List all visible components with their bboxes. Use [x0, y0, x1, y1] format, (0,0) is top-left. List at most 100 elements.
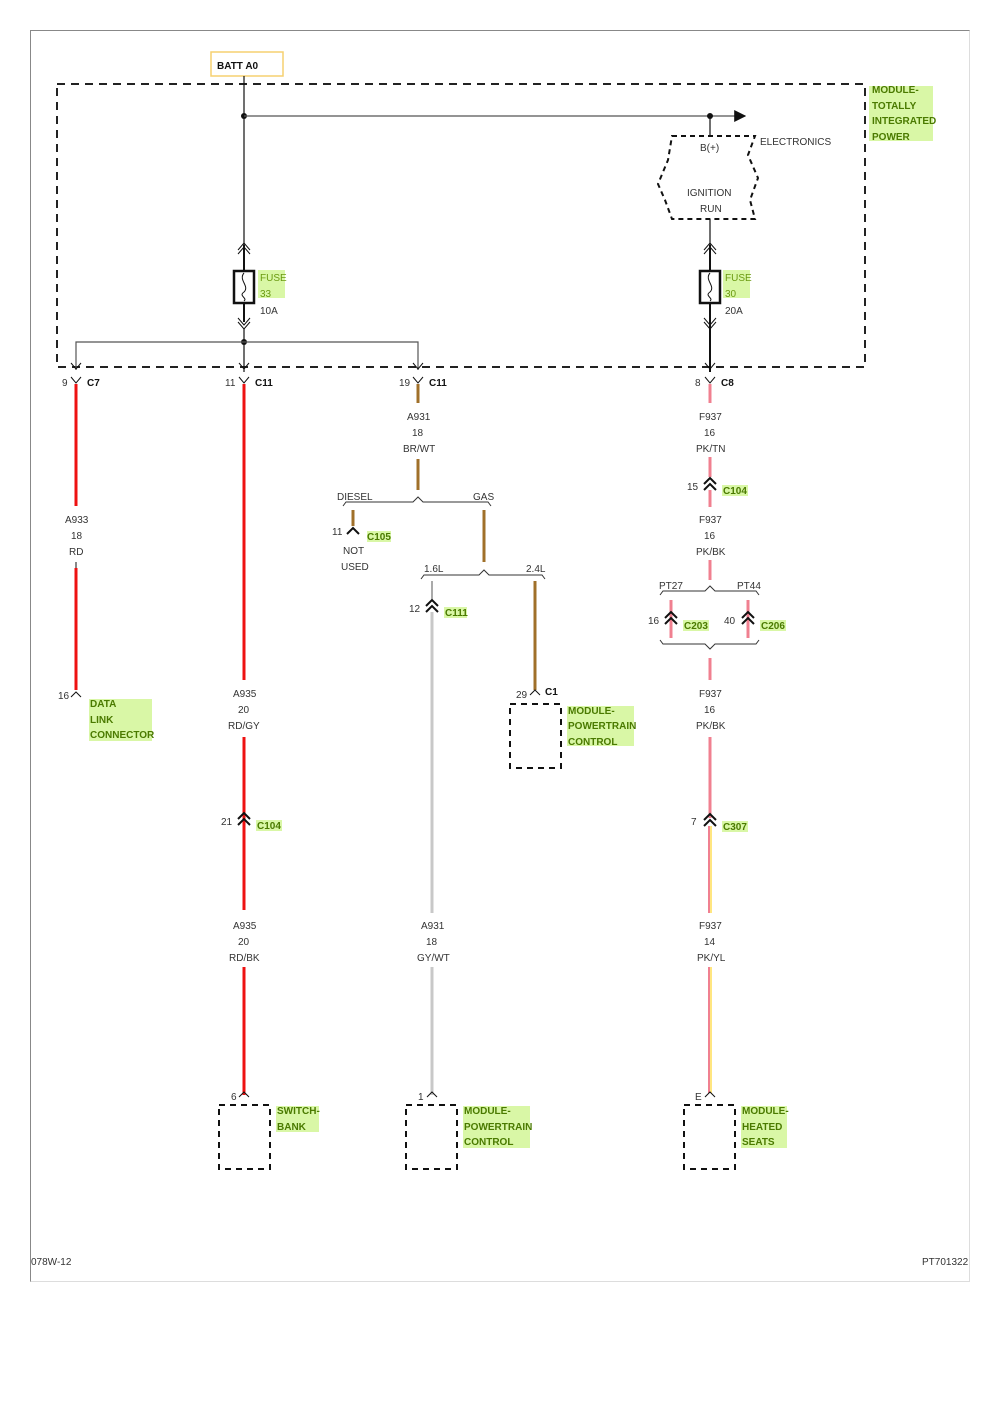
dlc-component[interactable]: 16 DATA LINK CONNECTOR — [58, 691, 155, 741]
svg-text:C1: C1 — [545, 687, 558, 698]
fuse-30-rating: 20A — [725, 306, 743, 317]
svg-text:C8: C8 — [721, 378, 734, 389]
svg-text:HEATED: HEATED — [742, 1122, 782, 1133]
fuse-33[interactable]: FUSE 33 10A — [232, 242, 287, 330]
switch-bank-component[interactable]: 6 SWITCH- BANK — [218, 1091, 320, 1170]
svg-text:C104: C104 — [723, 486, 747, 497]
svg-text:GY/WT: GY/WT — [417, 953, 450, 964]
svg-text:MODULE-: MODULE- — [568, 706, 615, 717]
fuse-icon — [707, 272, 713, 302]
svg-text:16: 16 — [704, 705, 716, 716]
svg-text:A935: A935 — [233, 921, 257, 932]
connector-c8-pin8[interactable]: 8 C8 — [695, 376, 734, 389]
svg-text:A931: A931 — [421, 921, 445, 932]
svg-text:BR/WT: BR/WT — [403, 444, 435, 455]
inline-connector-c111-pin12[interactable]: 12 C111 — [409, 598, 468, 619]
svg-text:A933: A933 — [65, 515, 89, 526]
svg-text:F937: F937 — [699, 689, 722, 700]
svg-text:20: 20 — [238, 937, 250, 948]
svg-text:E: E — [695, 1092, 702, 1103]
svg-text:PT27: PT27 — [659, 581, 683, 592]
svg-text:PK/BK: PK/BK — [696, 721, 726, 732]
svg-text:POWER: POWER — [872, 132, 911, 143]
svg-text:NOT: NOT — [343, 546, 364, 557]
svg-text:C11: C11 — [255, 378, 273, 389]
svg-text:7: 7 — [691, 817, 697, 828]
svg-text:MODULE-: MODULE- — [464, 1106, 511, 1117]
svg-text:12: 12 — [409, 604, 421, 615]
wire-f937-pkyl-upper[interactable] — [708, 826, 712, 913]
svg-text:1: 1 — [418, 1092, 424, 1103]
tipm-module-outline[interactable] — [56, 83, 866, 368]
inline-connector-c307-pin7[interactable]: 7 C307 — [691, 812, 748, 833]
svg-text:MODULE-: MODULE- — [742, 1106, 789, 1117]
connector-chevron-icon — [703, 317, 717, 330]
svg-text:DIESEL: DIESEL — [337, 492, 373, 503]
svg-text:C11: C11 — [429, 378, 447, 389]
pcm-component[interactable]: 1 MODULE- POWERTRAIN CONTROL — [405, 1091, 532, 1170]
svg-text:15: 15 — [687, 482, 699, 493]
svg-text:2.4L: 2.4L — [526, 564, 546, 575]
svg-text:PK/TN: PK/TN — [696, 444, 725, 455]
svg-text:MODULE-: MODULE- — [872, 85, 919, 96]
fuse-30[interactable]: FUSE 30 20A — [698, 242, 752, 372]
wire-a931-brwt-label: A931 18 BR/WT — [403, 412, 435, 455]
svg-text:CONTROL: CONTROL — [464, 1137, 513, 1148]
svg-text:CONNECTOR: CONNECTOR — [90, 730, 155, 741]
svg-text:20: 20 — [238, 705, 250, 716]
connector-c11-pin11[interactable]: 11 C11 — [225, 376, 273, 389]
connector-c7-pin9[interactable]: 9 C7 — [62, 376, 100, 389]
wire-a935-rdbk-label: A935 20 RD/BK — [229, 921, 260, 964]
svg-text:C105: C105 — [367, 532, 391, 543]
tipm-output-arrows — [70, 362, 716, 370]
svg-text:F937: F937 — [699, 921, 722, 932]
inline-connector-c105-pin11[interactable]: 11 C105 NOT USED — [332, 526, 391, 573]
fuse-33-number: 33 — [260, 289, 272, 300]
inline-connector-c104-pin15[interactable]: 15 C104 — [687, 476, 748, 497]
svg-text:POWERTRAIN: POWERTRAIN — [464, 1122, 532, 1133]
svg-text:16: 16 — [704, 531, 716, 542]
svg-text:A935: A935 — [233, 689, 257, 700]
svg-text:21: 21 — [221, 817, 233, 828]
svg-text:A931: A931 — [407, 412, 431, 423]
svg-text:C307: C307 — [723, 822, 747, 833]
electronics-output-line2: RUN — [700, 204, 722, 215]
svg-text:C206: C206 — [761, 621, 785, 632]
distribution-bus[interactable] — [75, 341, 419, 370]
svg-text:TOTALLY: TOTALLY — [872, 101, 917, 112]
svg-text:C111: C111 — [445, 608, 468, 619]
svg-text:C203: C203 — [684, 621, 708, 632]
electronics-label: ELECTRONICS — [760, 137, 831, 148]
svg-text:16: 16 — [648, 616, 660, 627]
wire-f937-pkyl-lower[interactable] — [708, 967, 712, 1093]
svg-text:POWERTRAIN: POWERTRAIN — [568, 721, 636, 732]
wire-a931-gywt-label: A931 18 GY/WT — [417, 921, 450, 964]
inline-connector-c104-pin21[interactable]: 21 C104 — [221, 811, 282, 832]
pcm-c1-component[interactable]: 29 C1 MODULE- POWERTRAIN CONTROL — [509, 687, 636, 769]
svg-text:6: 6 — [231, 1092, 237, 1103]
svg-text:18: 18 — [71, 531, 83, 542]
svg-text:14: 14 — [704, 937, 716, 948]
wire-f937-pkyl-label: F937 14 PK/YL — [697, 921, 726, 964]
svg-text:9: 9 — [62, 378, 68, 389]
svg-text:29: 29 — [516, 690, 528, 701]
inline-connector-c203-pin16[interactable]: 16 C203 — [648, 610, 709, 632]
wire-f937-pkbk-label-1: F937 16 PK/BK — [696, 515, 726, 558]
electronics-block[interactable]: B(+) IGNITION RUN ELECTRONICS — [656, 135, 831, 220]
batt-a0-source[interactable]: BATT A0 — [210, 51, 284, 77]
inline-connector-c206-pin40[interactable]: 40 C206 — [724, 610, 786, 632]
engine-size-selector: 1.6L 2.4L — [420, 564, 546, 580]
fuse-33-label: FUSE — [260, 273, 287, 284]
dlc-pin: 16 — [58, 691, 70, 702]
connector-c11-pin19[interactable]: 19 C11 — [399, 376, 447, 389]
electronics-input-label: B(+) — [700, 143, 719, 154]
svg-text:RD/GY: RD/GY — [228, 721, 260, 732]
svg-text:C7: C7 — [87, 378, 100, 389]
svg-text:F937: F937 — [699, 515, 722, 526]
electronics-output-line1: IGNITION — [687, 188, 731, 199]
fuse-30-label: FUSE — [725, 273, 752, 284]
heated-seats-component[interactable]: E MODULE- HEATED SEATS — [683, 1091, 789, 1170]
svg-text:INTEGRATED: INTEGRATED — [872, 116, 936, 127]
svg-text:CONTROL: CONTROL — [568, 737, 617, 748]
fuse-30-number: 30 — [725, 289, 737, 300]
